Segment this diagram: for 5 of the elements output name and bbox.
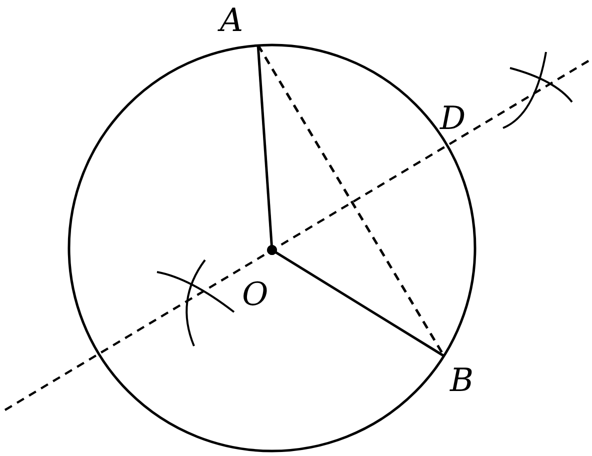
point-label: D: [438, 100, 468, 136]
point-label: A: [218, 2, 246, 38]
point-label: B: [448, 362, 476, 398]
point-label: O: [240, 276, 270, 312]
line-segment: [267, 245, 445, 358]
